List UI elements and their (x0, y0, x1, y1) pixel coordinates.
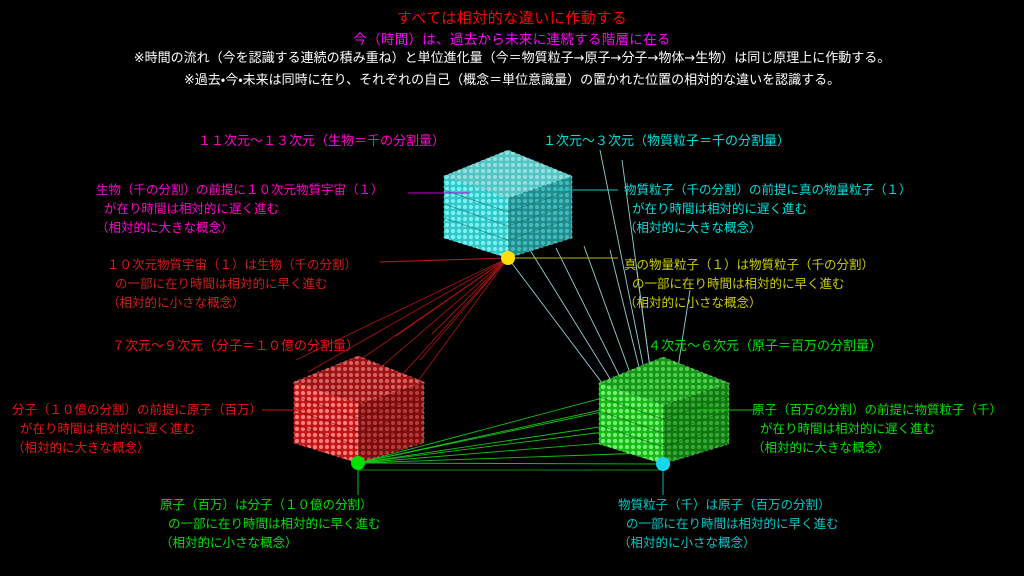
page-title: すべては相対的な違いに作動する (396, 9, 628, 27)
green-node (351, 456, 365, 470)
annotation-line: 真の物量粒子（１）は物質粒子（千の分割） (624, 257, 875, 272)
dimension-label-top-right: １次元～３次元（物質粒子＝千の分割量） (543, 134, 791, 149)
annotation-line: 生物（千の分割）の前提に１０次元物質宇宙（１） (96, 182, 384, 197)
nodes (351, 251, 670, 471)
header: すべては相対的な違いに作動する 今（時間）は、過去から未来に連続する階層に在る (0, 8, 1024, 50)
annotation-bottom-right-small: 物質粒子（千）は原子（百万の分割） の一部に在り時間は相対的に早く進む （相対的… (618, 495, 839, 552)
annotation-upper-left-small: １０次元物質宇宙（１）は生物（千の分割） の一部に在り時間は相対的に早く進む （… (107, 255, 357, 312)
annotation-line: の一部に在り時間は相対的に早く進む (632, 276, 845, 291)
annotation-line: の一部に在り時間は相対的に早く進む (168, 516, 381, 531)
note-line-1: ※時間の流れ（今を認識する連続の積み重ね）と単位進化量（今＝物質粒子→原子→分子… (133, 51, 891, 66)
annotation-line: 原子（百万）は分子（１０億の分割） (160, 497, 373, 512)
annotation-line: （相対的に大きな概念） (624, 220, 762, 235)
leader-red-upper (379, 257, 509, 263)
annotation-line: の一部に在り時間は相対的に早く進む (115, 276, 328, 291)
annotation-line: （相対的に大きな概念） (752, 440, 890, 455)
cyan-node (656, 457, 670, 471)
annotation-upper-right-small: 真の物量粒子（１）は物質粒子（千の分割） の一部に在り時間は相対的に早く進む （… (624, 255, 874, 312)
annotation-line: （相対的に小さな概念） (624, 295, 762, 310)
annotation-line: （相対的に大きな概念） (96, 220, 234, 235)
note-line-2: ※過去・今・未来は同時に在り、それぞれの自己（概念＝単位意識量）の置かれた位置の… (183, 73, 841, 88)
annotation-line: （相対的に大きな概念） (12, 440, 150, 455)
annotation-line: が在り時間は相対的に遅く進む (760, 421, 936, 436)
annotation-upper-right-large: 物質粒子（千の分割）の前提に真の物量粒子（１） が在り時間は相対的に遅く進む （… (624, 180, 912, 237)
header-notes: ※時間の流れ（今を認識する連続の積み重ね）と単位進化量（今＝物質粒子→原子→分子… (0, 48, 1024, 92)
green-cube (597, 356, 731, 465)
annotation-line: １０次元物質宇宙（１）は生物（千の分割） (107, 257, 358, 272)
annotation-line: が在り時間は相対的に遅く進む (20, 421, 196, 436)
annotation-upper-left-large: 生物（千の分割）の前提に１０次元物質宇宙（１） が在り時間は相対的に遅く進む （… (96, 180, 384, 237)
annotation-mid-right-large: 原子（百万の分割）の前提に物質粒子（千） が在り時間は相対的に遅く進む （相対的… (752, 400, 1002, 457)
annotation-line: 原子（百万の分割）の前提に物質粒子（千） (752, 402, 1003, 417)
annotation-line: （相対的に小さな概念） (618, 535, 756, 550)
rays-yellow-to-red (295, 257, 509, 464)
red-cube (292, 355, 426, 464)
dimension-label-top-left: １１次元～１３次元（生物＝千の分割量） (198, 134, 446, 149)
dimension-label-mid-right: ４次元～６次元（原子＝百万の分割量） (648, 339, 883, 354)
annotation-line: （相対的に小さな概念） (160, 535, 298, 550)
annotation-bottom-left-small: 原子（百万）は分子（１０億の分割） の一部に在り時間は相対的に早く進む （相対的… (160, 495, 381, 552)
dimension-label-mid-left: ７次元～９次元（分子＝１０億の分割量） (112, 339, 360, 354)
cyan-cube (442, 149, 574, 259)
annotation-line: が在り時間は相対的に遅く進む (632, 201, 808, 216)
annotation-line: 分子（１０億の分割）の前提に原子（百万） (12, 402, 263, 417)
annotation-line: が在り時間は相対的に遅く進む (104, 201, 280, 216)
leader-lines (262, 189, 760, 495)
yellow-node (501, 251, 515, 265)
annotation-line: の一部に在り時間は相対的に早く進む (626, 516, 839, 531)
annotation-line: 物質粒子（千の分割）の前提に真の物量粒子（１） (624, 182, 912, 197)
annotation-line: （相対的に小さな概念） (107, 295, 245, 310)
annotation-line: 物質粒子（千）は原子（百万の分割） (618, 497, 831, 512)
annotation-mid-left-large: 分子（１０億の分割）の前提に原子（百万） が在り時間は相対的に遅く進む （相対的… (12, 400, 262, 457)
page-subtitle: 今（時間）は、過去から未来に連続する階層に在る (353, 32, 671, 48)
